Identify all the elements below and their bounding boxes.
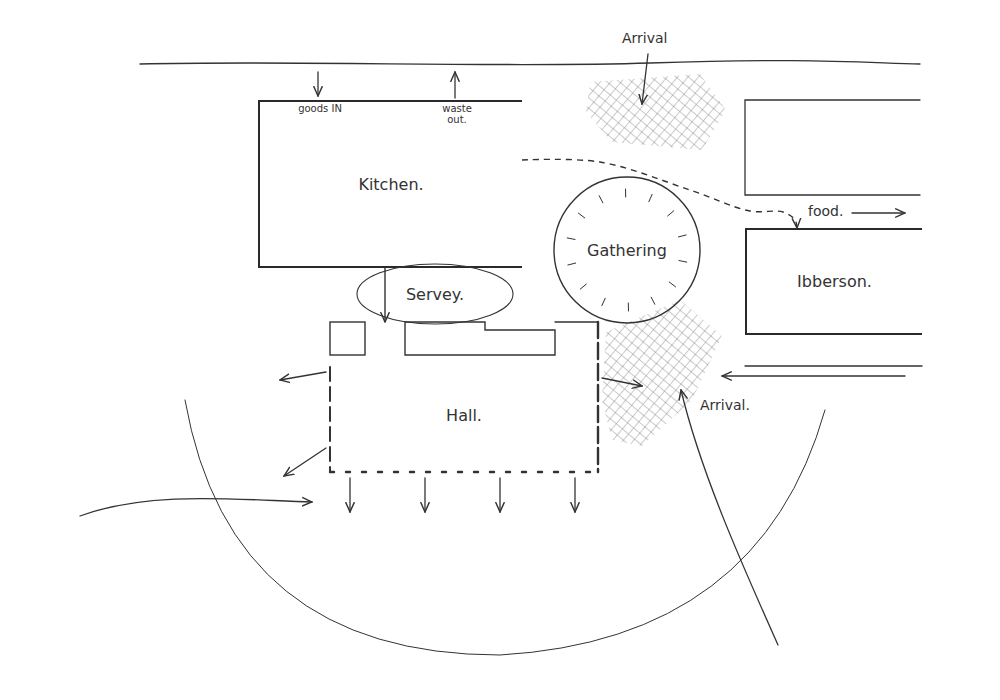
node-label: Hall. xyxy=(446,406,482,425)
servery-ellipse: Servey. xyxy=(355,262,515,326)
flow-arrow xyxy=(424,478,425,512)
flow-connector xyxy=(522,159,797,228)
flow-arrow xyxy=(602,378,642,386)
flow-arrow xyxy=(499,478,500,512)
street-line xyxy=(745,365,922,366)
building-outline xyxy=(745,100,920,195)
flow-connector xyxy=(384,268,385,322)
hatched-area xyxy=(602,300,722,446)
hatched-area xyxy=(586,74,726,150)
flow-arrow xyxy=(574,478,575,512)
landscape-arc xyxy=(185,400,825,655)
approach-arrow xyxy=(80,498,312,516)
flow-arrow xyxy=(280,372,326,380)
street-line xyxy=(140,61,920,65)
node-label: Kitchen. xyxy=(358,175,423,194)
building-box: Ibberson. xyxy=(745,228,922,335)
annotation-label: waste out. xyxy=(432,103,482,125)
gathering-circle: Gathering xyxy=(552,175,702,325)
flow-arrow xyxy=(852,212,905,213)
edge-label: food. xyxy=(806,203,845,219)
node-label: Servey. xyxy=(406,285,464,304)
node-label: Ibberson. xyxy=(797,272,872,291)
node-label: Gathering xyxy=(587,241,667,260)
kitchen-box: Kitchen. xyxy=(258,100,522,268)
arrival-arrow xyxy=(722,375,905,376)
flow-arrow xyxy=(349,478,350,512)
annotation-label: goods IN xyxy=(296,103,344,114)
arrival-arrow xyxy=(642,54,648,104)
hall-outline xyxy=(328,322,600,475)
flow-arrow xyxy=(317,72,318,96)
hall-outline: Hall. xyxy=(328,322,600,475)
flow-arrow xyxy=(284,448,326,476)
annotation-label: Arrival. xyxy=(698,397,752,413)
flow-arrow xyxy=(454,72,455,98)
annotation-label: Arrival xyxy=(620,30,670,46)
arrival-arrow xyxy=(681,390,778,645)
